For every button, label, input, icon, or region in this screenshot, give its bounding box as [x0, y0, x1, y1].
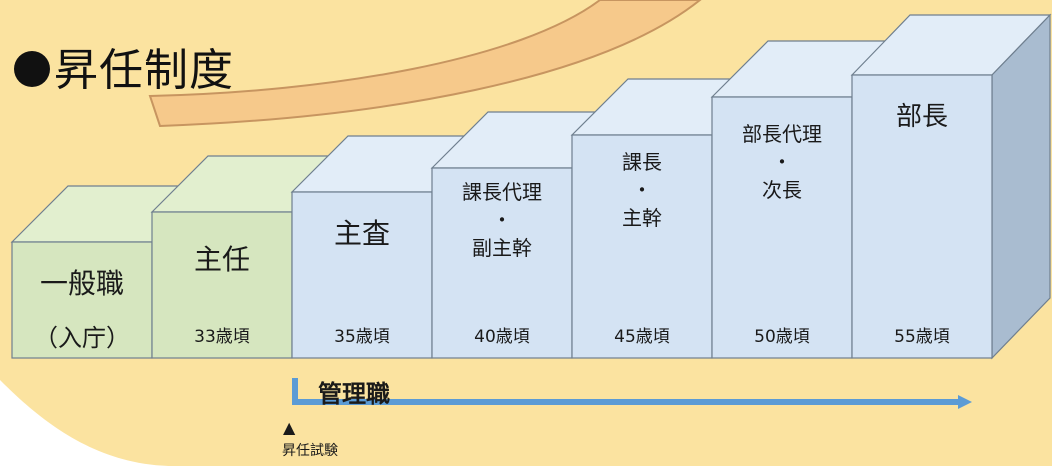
swoosh-curve: [148, 0, 702, 128]
step-7-side-face: [991, 13, 1051, 360]
title-text: 昇任制度: [54, 45, 234, 96]
step-5-name-line-2: ・: [632, 178, 652, 202]
step-1-front-face: [11, 241, 153, 359]
exam-marker-icon: ▲: [283, 418, 296, 437]
step-5-name-line-1: 課長: [622, 150, 662, 174]
step-2-age: 33歳頃: [194, 327, 250, 347]
step-1-name: 一般職: [39, 267, 124, 300]
step-6-name-line-3: 次長: [762, 178, 802, 202]
step-6-name-line-2: ・: [772, 150, 792, 174]
step-7-name: 部長: [895, 102, 948, 132]
step-6-age: 50歳頃: [754, 327, 810, 347]
step-5-front-face: [571, 134, 713, 359]
step-7-front-face: [851, 74, 993, 359]
exam-label: 昇任試験: [282, 443, 338, 459]
step-1-age: （入庁）: [34, 324, 130, 352]
step-5-name-line-3: 主幹: [622, 206, 662, 230]
step-6-front-face: [711, 96, 853, 359]
bullet-icon: [14, 51, 50, 87]
step-2-name: 主任: [193, 243, 250, 276]
management-label: 管理職: [318, 380, 390, 408]
step-4-name-line-1: 課長代理: [462, 180, 542, 204]
step-4-name-line-3: 副主幹: [472, 236, 532, 260]
step-3-front-face: [291, 191, 433, 359]
step-3-name: 主査: [333, 217, 390, 250]
step-blocks: [10, 13, 1052, 360]
step-4-age: 40歳頃: [474, 327, 530, 347]
step-4-name-line-2: ・: [492, 208, 512, 232]
step-2-front-face: [151, 211, 293, 359]
page-title: 昇任制度: [14, 34, 234, 98]
management-arrow: [292, 378, 972, 409]
step-3-age: 35歳頃: [334, 327, 390, 347]
step-7-age: 55歳頃: [894, 327, 950, 347]
step-5-age: 45歳頃: [614, 327, 670, 347]
step-6-name-line-1: 部長代理: [742, 122, 822, 146]
